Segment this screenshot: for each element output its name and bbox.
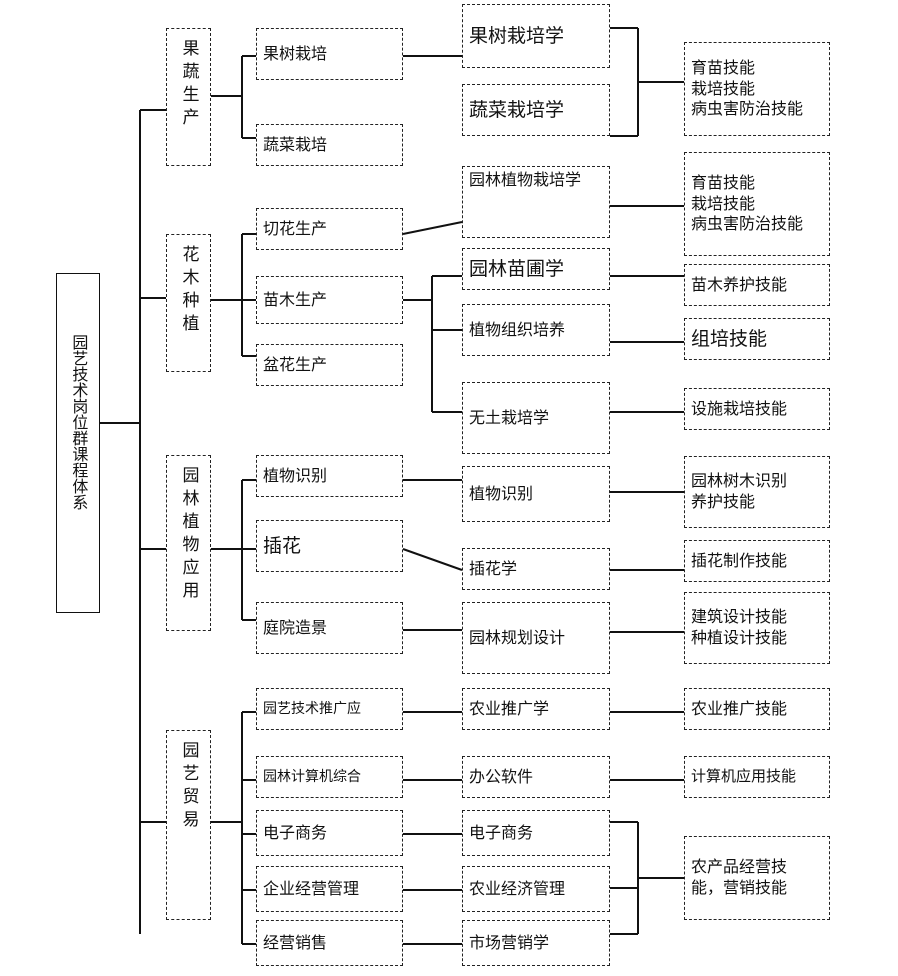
course-yuanlin-zaipei: 园林植物栽培学 bbox=[462, 166, 610, 238]
course-wutu: 无土栽培学 bbox=[462, 382, 610, 454]
course-jingji: 农业经济管理 bbox=[462, 866, 610, 912]
course-chahua: 插花学 bbox=[462, 548, 610, 590]
connector-yuanlin-branch bbox=[211, 479, 256, 621]
skill-sheji: 建筑设计技能 种植设计技能 bbox=[684, 592, 830, 664]
skill-tuiguang: 农业推广技能 bbox=[684, 688, 830, 730]
sub-tingyuan: 庭院造景 bbox=[256, 602, 403, 654]
skill-yuanlin: 育苗技能 栽培技能 病虫害防治技能 bbox=[684, 152, 830, 256]
sub-jisuanji: 园林计算机综合 bbox=[256, 756, 403, 798]
sub-chahua: 插花 bbox=[256, 520, 403, 572]
skill-sheshi: 设施栽培技能 bbox=[684, 388, 830, 430]
connector-guoshu-branch bbox=[211, 55, 256, 139]
sub-qiye: 企业经营管理 bbox=[256, 866, 403, 912]
course-guoshu: 果树栽培学 bbox=[462, 4, 610, 68]
course-zuzhi: 植物组织培养 bbox=[462, 304, 610, 356]
sub-dianzi: 电子商务 bbox=[256, 810, 403, 856]
course-shibie: 植物识别 bbox=[462, 466, 610, 522]
skill-chahua: 插花制作技能 bbox=[684, 540, 830, 582]
sub-guoshu-zaipei: 果树栽培 bbox=[256, 28, 403, 80]
course-yingxiao: 市场营销学 bbox=[462, 920, 610, 966]
sub-shucai-zaipei: 蔬菜栽培 bbox=[256, 124, 403, 166]
connector-root-trunk bbox=[100, 109, 166, 934]
sub-qiehua: 切花生产 bbox=[256, 208, 403, 250]
skill-miaomu: 苗木养护技能 bbox=[684, 264, 830, 306]
connector-huamu-branch bbox=[211, 233, 256, 357]
sub-miaomu: 苗木生产 bbox=[256, 276, 403, 324]
course-shucai: 蔬菜栽培学 bbox=[462, 84, 610, 136]
sub-penhua: 盆花生产 bbox=[256, 344, 403, 386]
skill-nongchanpin: 农产品经营技 能，营销技能 bbox=[684, 836, 830, 920]
sub-tuiguang: 园艺技术推广应 bbox=[256, 688, 403, 730]
sub-zhiwu-shibie: 植物识别 bbox=[256, 455, 403, 497]
course-bangong: 办公软件 bbox=[462, 756, 610, 798]
sub-jingying: 经营销售 bbox=[256, 920, 403, 966]
skill-shumu: 园林树木识别 养护技能 bbox=[684, 456, 830, 528]
skill-zupei: 组培技能 bbox=[684, 318, 830, 360]
category-maoyi: 园艺贸易 bbox=[166, 730, 211, 920]
category-yuanlin: 园林植物应用 bbox=[166, 455, 211, 631]
connector-maoyi-branch bbox=[211, 711, 256, 945]
category-guoshu: 果蔬生产 bbox=[166, 28, 211, 166]
category-huamu: 花木种植 bbox=[166, 234, 211, 372]
course-guihua: 园林规划设计 bbox=[462, 602, 610, 674]
course-miaopu: 园林苗圃学 bbox=[462, 248, 610, 290]
connector-sub-to-course-1 bbox=[402, 55, 463, 945]
skill-jisuanji: 计算机应用技能 bbox=[684, 756, 830, 798]
connector-course-to-skill bbox=[610, 27, 684, 935]
course-dianzi: 电子商务 bbox=[462, 810, 610, 856]
skill-guoshu: 育苗技能 栽培技能 病虫害防治技能 bbox=[684, 42, 830, 136]
root-node: 园艺技术岗位群课程体系 bbox=[56, 273, 100, 613]
course-tuiguang: 农业推广学 bbox=[462, 688, 610, 730]
